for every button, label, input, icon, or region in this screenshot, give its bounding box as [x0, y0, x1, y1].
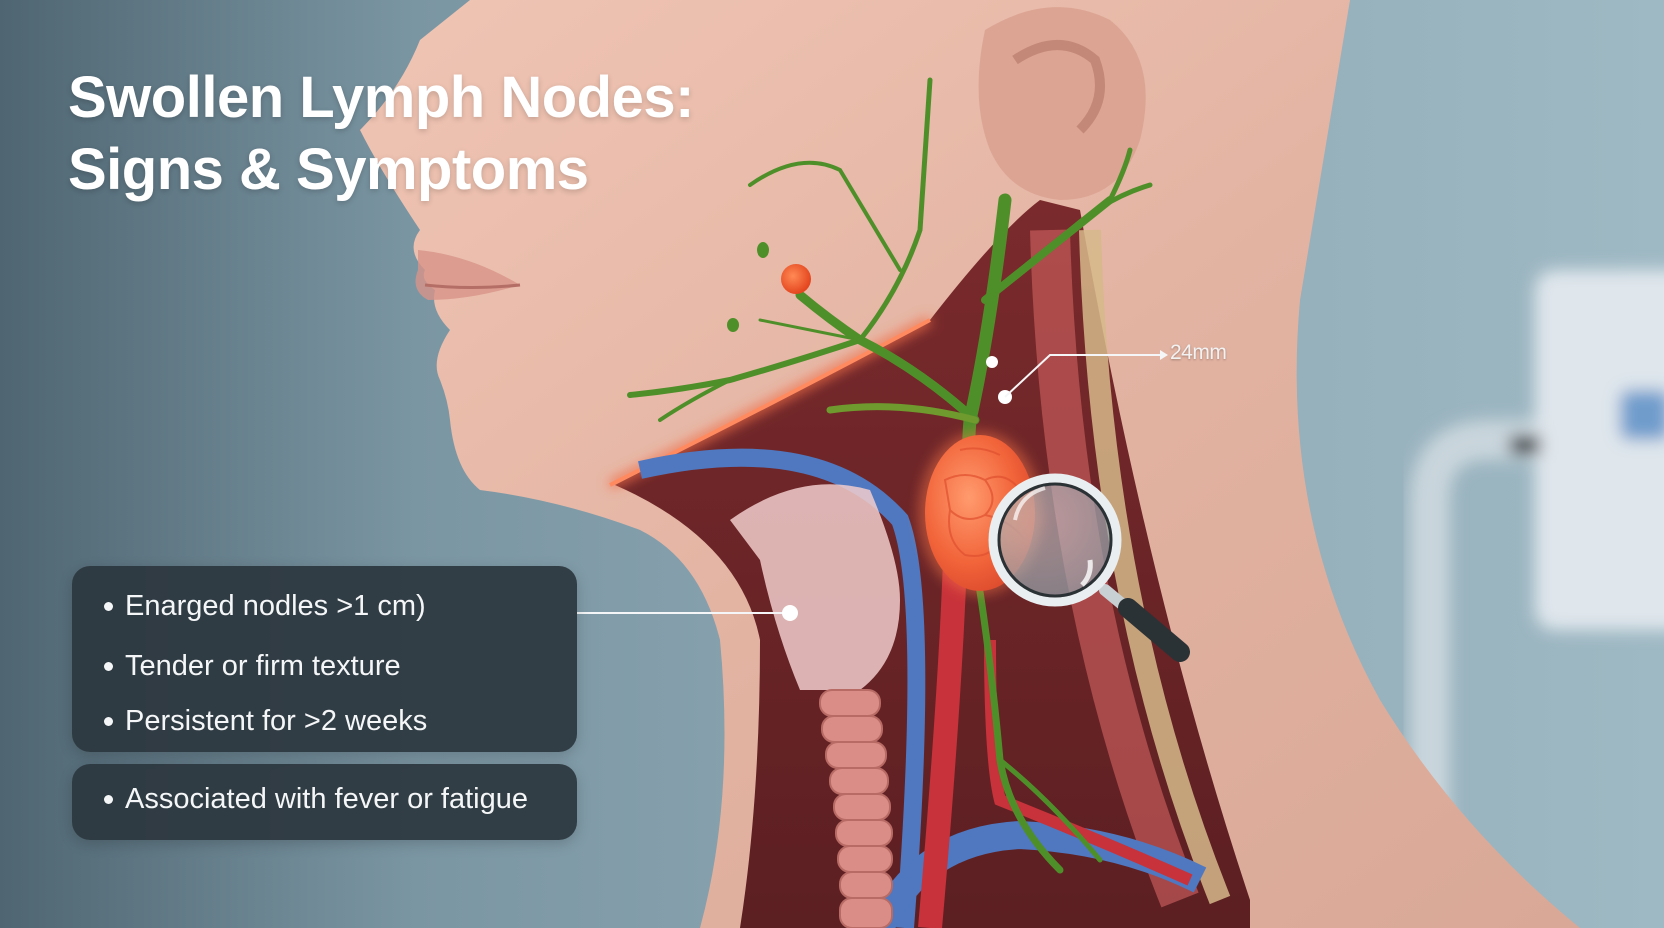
title-line-2: Signs & Symptoms: [68, 137, 589, 202]
symptom-item: Enarged nodles >1 cm): [104, 590, 426, 623]
symptom-text: Persistent for >2 weeks: [125, 705, 428, 737]
secondary-symptoms-panel: Associated with fever or fatigue: [72, 764, 577, 840]
symptom-text: Tender or firm texture: [125, 650, 401, 682]
bullet-icon: [104, 602, 113, 611]
measurement-label: 24mm: [1170, 341, 1227, 364]
small-lymph-node: [781, 264, 811, 294]
background-equipment: [1410, 270, 1664, 928]
measure-leader-line: [1004, 354, 1160, 398]
title-line-1: Swollen Lymph Nodes:: [68, 65, 694, 130]
symptom-text: Enarged nodles >1 cm): [125, 590, 426, 622]
symptom-item: Associated with fever or fatigue: [104, 783, 528, 816]
carotid-artery: [918, 559, 967, 928]
bullet-icon: [104, 717, 113, 726]
symptoms-panel: Enarged nodles >1 cm) Tender or firm tex…: [72, 566, 577, 752]
trachea: [730, 484, 900, 928]
symptom-item: Persistent for >2 weeks: [104, 705, 427, 738]
magnifying-glass-icon: [988, 473, 1190, 662]
bullet-icon: [104, 662, 113, 671]
page-title: Swollen Lymph Nodes: Signs & Symptoms: [68, 62, 694, 206]
symptom-text: Associated with fever or fatigue: [125, 783, 528, 815]
bullet-icon: [104, 795, 113, 804]
symptom-item: Tender or firm texture: [104, 650, 401, 683]
measure-dot-upper: [986, 356, 998, 368]
arrow-right-icon: [1160, 350, 1168, 360]
connector-dot: [782, 605, 798, 621]
jugular-vein: [638, 448, 926, 928]
